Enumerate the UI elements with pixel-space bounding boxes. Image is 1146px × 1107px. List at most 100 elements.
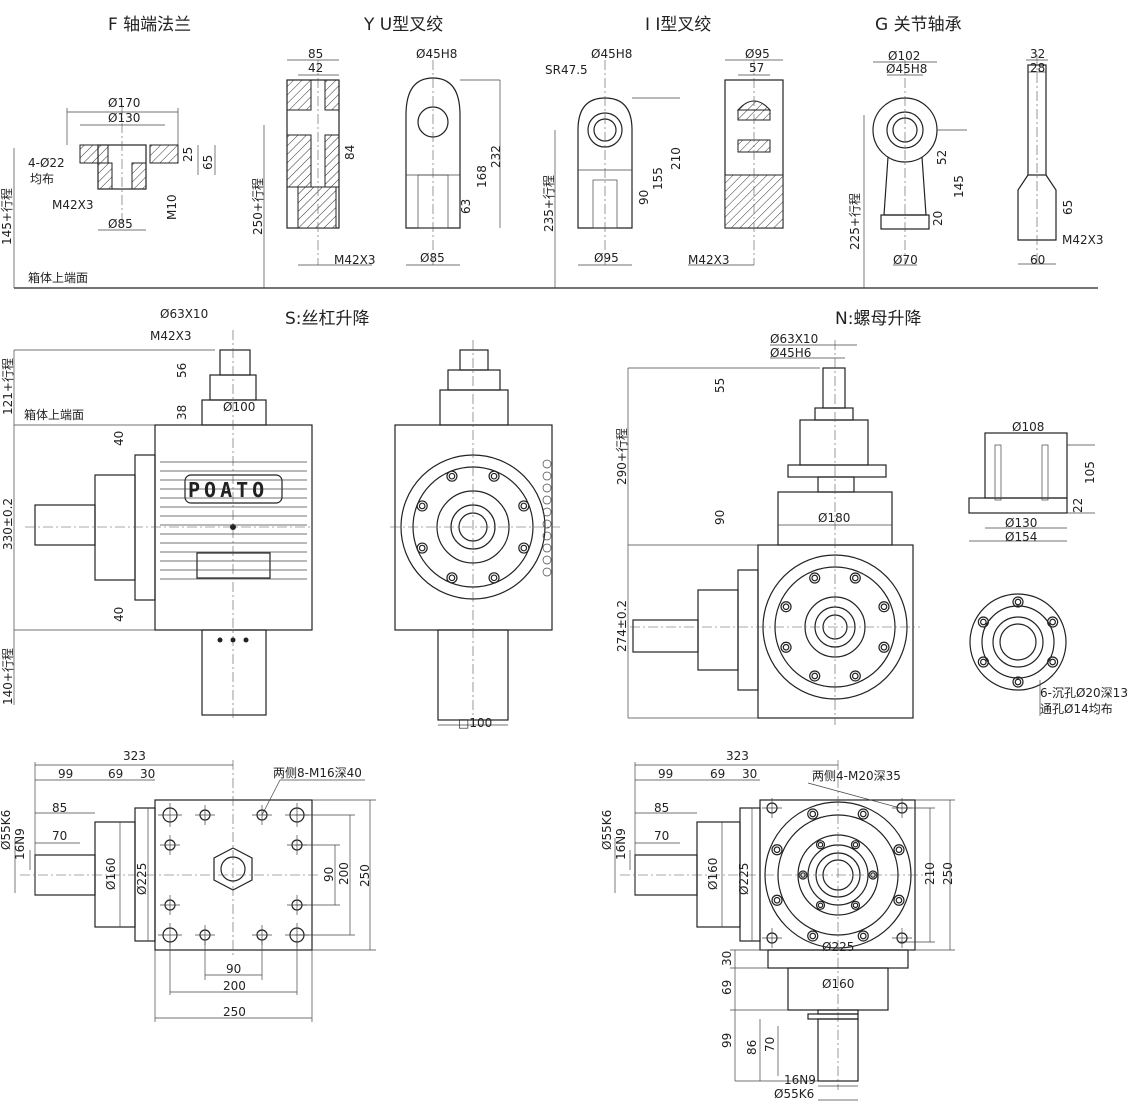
s-sq100: □100 — [458, 716, 492, 730]
nb-v70: 70 — [763, 1037, 777, 1052]
nb-w323: 323 — [726, 749, 749, 763]
sb-w250: 250 — [223, 1005, 246, 1019]
s-d100: Ø100 — [223, 400, 255, 414]
g-bore: Ø45H8 — [886, 62, 927, 76]
f-d65: 65 — [201, 155, 215, 170]
s-ref-surface: 箱体上端面 — [24, 407, 84, 422]
s-h40a: 40 — [112, 431, 126, 446]
rib — [542, 459, 552, 469]
rib — [542, 483, 552, 493]
tapped-hole — [762, 798, 782, 818]
n-bolt-circle — [780, 572, 890, 682]
n-h274: 274±0.2 — [615, 600, 629, 652]
title-n-nut: N:螺母升降 — [835, 309, 921, 329]
nb-d55: Ø55K6 — [600, 810, 614, 850]
f-d85: Ø85 — [108, 217, 133, 231]
ii-h90: 90 — [637, 190, 651, 205]
s-stroke140: 140+行程 — [0, 648, 15, 705]
s-h40b: 40 — [112, 607, 126, 622]
n-d180: Ø180 — [818, 511, 850, 525]
rib — [542, 495, 552, 505]
rib — [542, 519, 552, 529]
n-flange-detail — [968, 432, 1095, 716]
g-d70: Ø70 — [893, 253, 918, 267]
sb-w90: 90 — [226, 962, 241, 976]
tapped-hole — [252, 805, 272, 825]
sb-key: 16N9 — [13, 828, 27, 860]
bolt-hole — [849, 572, 861, 584]
ref-surface-label: 箱体上端面 — [28, 270, 88, 285]
nb-d225b: Ø225 — [822, 940, 854, 954]
g-h20: 20 — [931, 211, 945, 226]
tapped-hole — [160, 835, 180, 855]
nb-w85: 85 — [654, 801, 669, 815]
inner-hole — [815, 840, 826, 850]
bolt-hole — [518, 542, 530, 554]
rib — [542, 543, 552, 553]
title-g-joint: G 关节轴承 — [875, 15, 962, 35]
nb-d160b: Ø160 — [822, 977, 854, 991]
s-thread: M42X3 — [150, 329, 191, 343]
n-nut-side — [627, 340, 920, 725]
bolt-hole — [771, 894, 783, 906]
n-h105: 105 — [1083, 461, 1097, 484]
tapped-hole — [892, 798, 912, 818]
bolt-hole — [771, 844, 783, 856]
inner-hole — [815, 900, 826, 910]
g-h52: 52 — [935, 150, 949, 165]
sb-w200: 200 — [223, 979, 246, 993]
tapped-hole — [285, 923, 309, 947]
bolt-hole — [416, 500, 428, 512]
s-bottom-holes — [158, 803, 309, 947]
nb-taps: 两侧4-M20深35 — [812, 769, 901, 783]
title-s-screw: S:丝杠升降 — [285, 309, 370, 329]
tapped-hole — [285, 803, 309, 827]
ii-h155: 155 — [651, 167, 665, 190]
ii-clevis-side — [688, 59, 784, 266]
ii-thread: M42X3 — [688, 253, 729, 267]
rib — [542, 555, 552, 565]
f-holes: 4-Ø22 — [28, 156, 65, 170]
yu-thread: M42X3 — [334, 253, 375, 267]
nb-h210: 210 — [923, 862, 937, 885]
ii-clevis-front — [554, 60, 680, 288]
n-holes2: 通孔Ø14均布 — [1040, 702, 1113, 716]
ii-d95b: Ø95 — [745, 47, 770, 61]
bolt-hole — [878, 601, 890, 613]
inner-hole — [868, 870, 878, 880]
flange-hole — [1047, 656, 1059, 668]
bolt-hole — [807, 930, 819, 942]
yu-h168: 168 — [475, 165, 489, 188]
bolt-hole — [416, 542, 428, 554]
yu-w42: 42 — [308, 61, 323, 75]
n-h90: 90 — [713, 510, 727, 525]
g-d102: Ø102 — [888, 49, 920, 63]
yu-stroke: 250+行程 — [250, 178, 265, 235]
sb-d55: Ø55K6 — [0, 810, 13, 850]
sb-d160: Ø160 — [104, 858, 118, 890]
yu-clevis-side — [263, 59, 372, 288]
bolt-hole — [446, 470, 458, 482]
n-d154: Ø154 — [1005, 530, 1037, 544]
n-d45: Ø45H6 — [770, 346, 811, 360]
nb-v69: 69 — [720, 980, 734, 995]
s-d63: Ø63X10 — [160, 307, 208, 321]
nb-d225: Ø225 — [737, 863, 751, 895]
tapped-hole — [762, 928, 782, 948]
ii-bore: Ø45H8 — [591, 47, 632, 61]
flange-hole — [1012, 676, 1024, 688]
f-stroke: 145+行程 — [0, 188, 14, 245]
bolt-hole — [780, 601, 792, 613]
inner-hole — [850, 900, 861, 910]
g-joint-front — [863, 60, 967, 288]
flange-hole — [1012, 596, 1024, 608]
bolt-hole — [807, 808, 819, 820]
tapped-hole — [160, 895, 180, 915]
f-thread: M42X3 — [52, 198, 93, 212]
f-d170: Ø170 — [108, 96, 140, 110]
tapped-hole — [287, 835, 307, 855]
s-screw-side — [13, 330, 313, 718]
sb-w69: 69 — [108, 767, 123, 781]
nb-key: 16N9 — [614, 828, 628, 860]
yu-w85: 85 — [308, 47, 323, 61]
